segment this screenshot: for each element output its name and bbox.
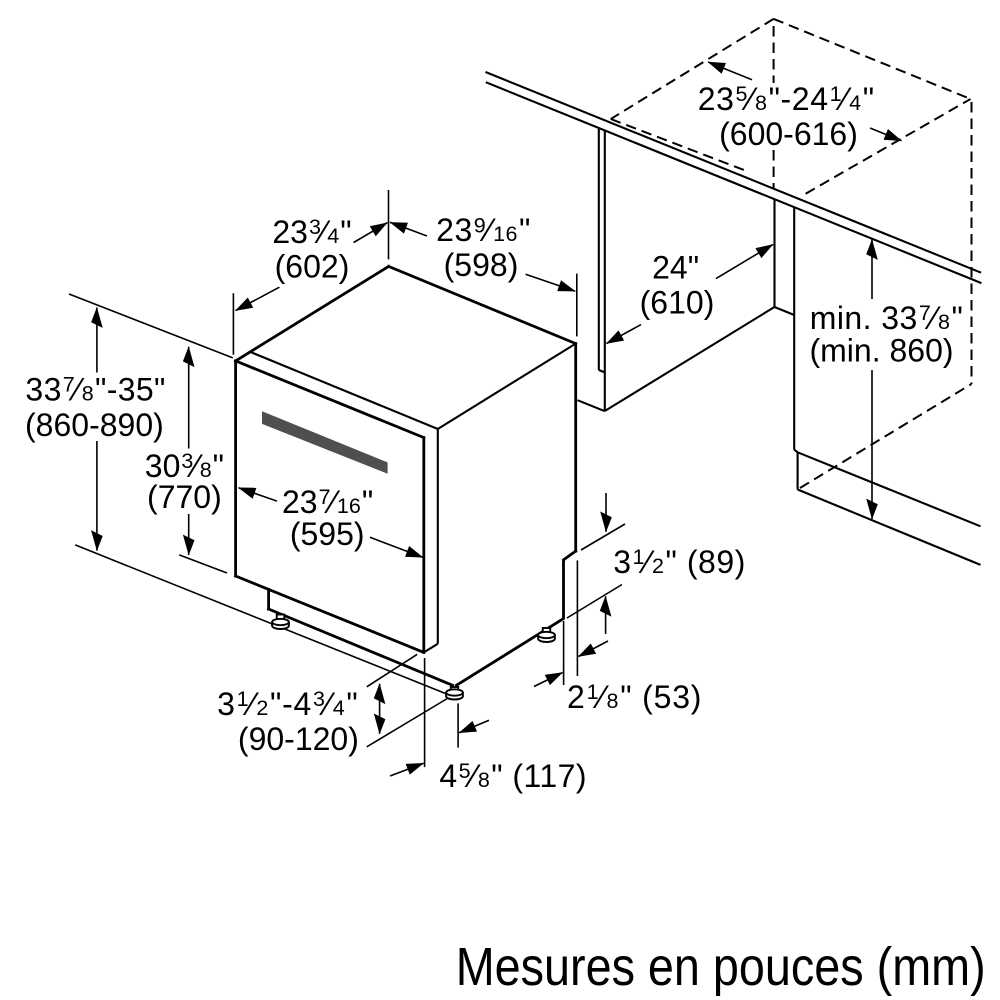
svg-text:(600-616): (600-616) xyxy=(719,116,858,152)
svg-text:(602): (602) xyxy=(275,248,350,284)
svg-text:31⁄2"-43⁄4": 31⁄2"-43⁄4" xyxy=(217,686,358,722)
svg-text:(860-890): (860-890) xyxy=(25,407,164,443)
svg-text:21⁄8" (53): 21⁄8" (53) xyxy=(567,679,702,715)
svg-text:31⁄2" (89): 31⁄2" (89) xyxy=(613,544,746,580)
svg-text:(90-120): (90-120) xyxy=(238,721,359,757)
svg-text:233⁄4": 233⁄4" xyxy=(272,214,351,250)
svg-text:(598): (598) xyxy=(444,247,519,283)
svg-text:(595): (595) xyxy=(290,516,365,552)
svg-text:min. 337⁄8": min. 337⁄8" xyxy=(810,300,964,336)
svg-text:(610): (610) xyxy=(640,284,715,320)
svg-text:237⁄16": 237⁄16" xyxy=(282,484,373,520)
svg-text:239⁄16": 239⁄16" xyxy=(436,212,531,248)
svg-text:45⁄8" (117): 45⁄8" (117) xyxy=(439,758,587,794)
svg-text:(770): (770) xyxy=(147,479,222,515)
svg-text:Mesures en pouces (mm): Mesures en pouces (mm) xyxy=(456,937,986,997)
svg-text:235⁄8"-241⁄4": 235⁄8"-241⁄4" xyxy=(698,81,875,117)
svg-text:337⁄8"-35": 337⁄8"-35" xyxy=(25,372,165,408)
svg-text:(min. 860): (min. 860) xyxy=(809,333,953,369)
svg-text:24": 24" xyxy=(652,249,699,285)
